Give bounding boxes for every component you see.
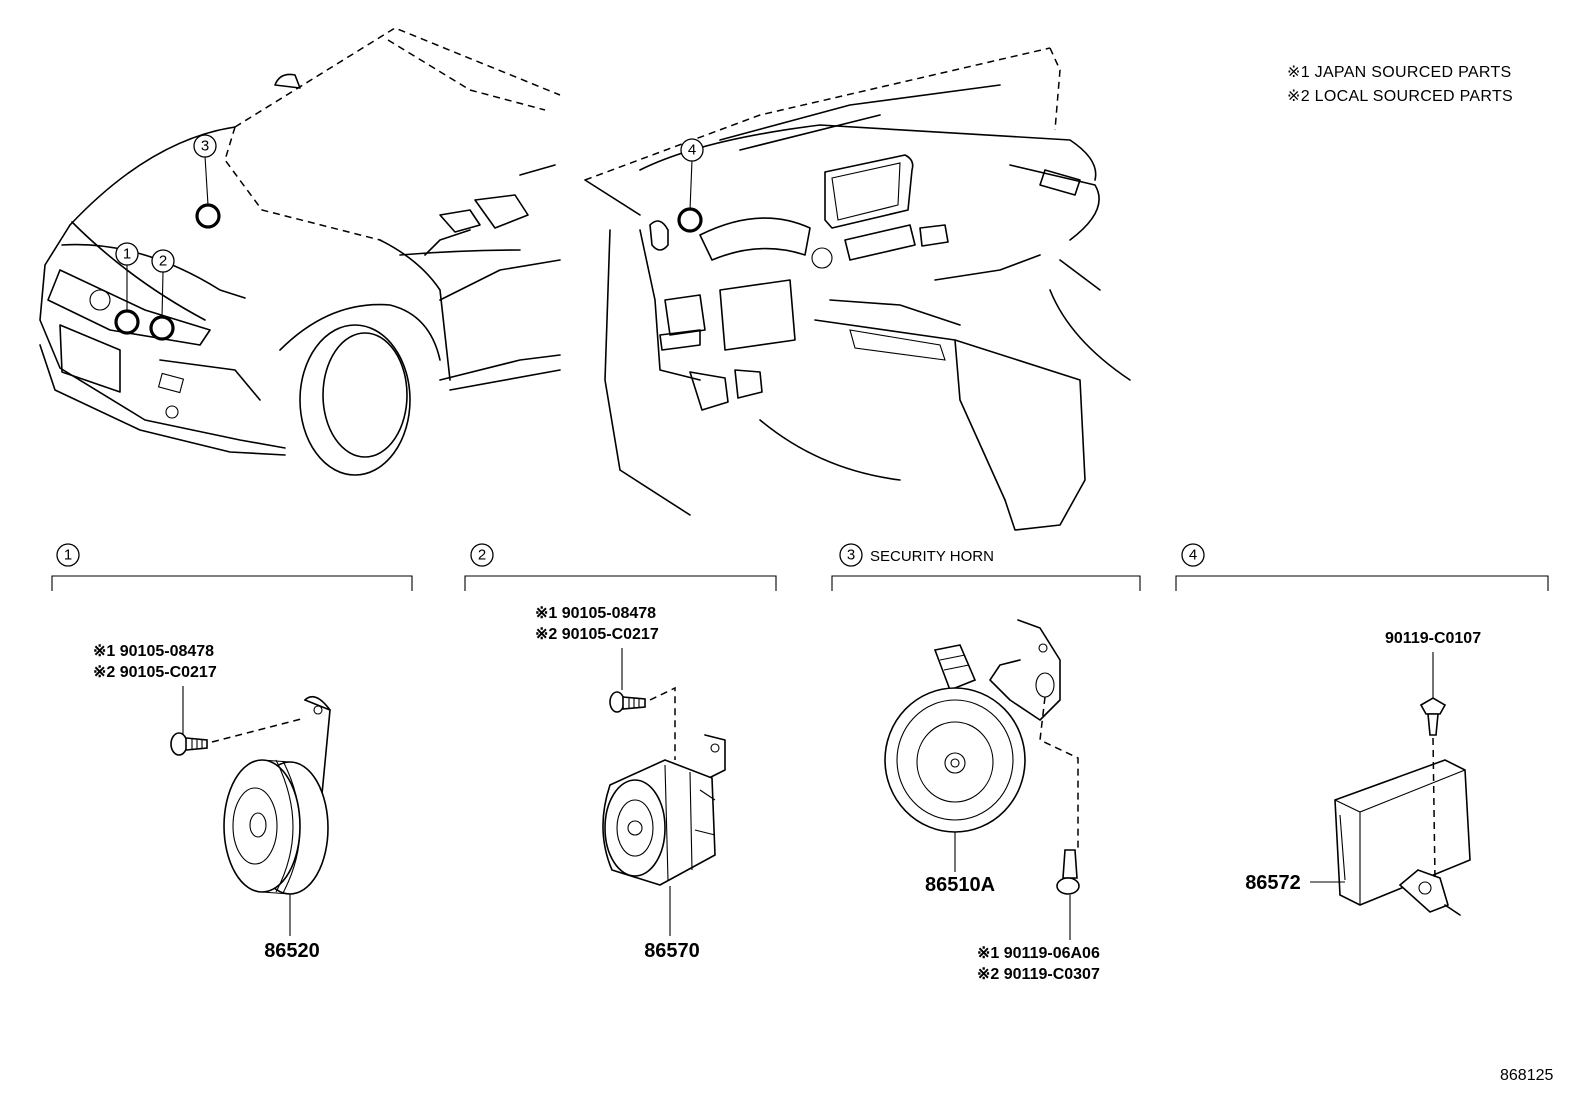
callout-1: 1 <box>115 242 139 266</box>
section-header-4: 4 <box>1175 543 1549 591</box>
location-marker-3 <box>195 203 221 229</box>
svg-text:3: 3 <box>201 138 209 155</box>
callout-4: 4 <box>680 138 704 162</box>
horn-86520-icon <box>223 759 329 895</box>
part-number-86570: 86570 <box>644 940 700 962</box>
bolt-note-2: ※2 90119-C0307 <box>977 966 1100 983</box>
section-header-3: 3 SECURITY HORN <box>831 543 1141 591</box>
bolt-note-1: ※1 90105-08478 <box>535 605 656 622</box>
bolt-note-1: ※1 90119-06A06 <box>977 945 1100 962</box>
diagram-reference-number: 868125 <box>1500 1067 1553 1084</box>
callout-3: 3 <box>193 134 217 158</box>
car-callouts: 3 1 2 <box>114 134 221 341</box>
part-number-86510a: 86510A <box>925 874 995 896</box>
svg-text:1: 1 <box>64 547 72 564</box>
legend-note-japan: ※1 JAPAN SOURCED PARTS <box>1287 64 1512 81</box>
svg-text:4: 4 <box>688 142 696 159</box>
section-4-module: 90119-C0107 86572 <box>1245 630 1481 916</box>
part-number-86520: 86520 <box>264 940 320 962</box>
section-3-security-horn: 86510A ※1 90119-06A06 ※2 90119-C0307 <box>884 619 1100 983</box>
callout-2: 2 <box>151 249 175 273</box>
bolt-icon <box>170 732 208 756</box>
location-marker-4 <box>677 207 703 233</box>
section-1-horn: ※1 90105-08478 ※2 90105-C0217 86520 <box>93 643 331 962</box>
car-front-illustration <box>39 27 561 476</box>
section-header-2: 2 <box>464 543 777 591</box>
legend-note-local: ※2 LOCAL SOURCED PARTS <box>1287 88 1513 105</box>
bolt-note-2: ※2 90105-C0217 <box>535 626 659 643</box>
section-2-horn: ※1 90105-08478 ※2 90105-C0217 86570 <box>535 605 726 962</box>
dashboard-illustration <box>584 47 1131 531</box>
horn-86510a-icon <box>884 687 1026 833</box>
svg-text:2: 2 <box>478 547 486 564</box>
svg-text:4: 4 <box>1189 547 1197 564</box>
section-header-1: 1 <box>51 543 413 591</box>
location-marker-1 <box>114 309 140 335</box>
bolt-icon <box>1419 697 1447 736</box>
bolt-note-1: ※1 90105-08478 <box>93 643 214 660</box>
part-number-86572: 86572 <box>1245 872 1301 894</box>
horn-86570-icon <box>602 759 716 886</box>
svg-text:1: 1 <box>123 246 131 263</box>
svg-text:2: 2 <box>159 253 167 270</box>
module-86572-icon <box>1334 759 1471 916</box>
bolt-note-1: 90119-C0107 <box>1385 630 1481 647</box>
bolt-icon <box>1056 849 1080 895</box>
dashboard-callouts: 4 <box>677 138 704 233</box>
bolt-icon <box>609 691 646 713</box>
bolt-note-2: ※2 90105-C0217 <box>93 664 217 681</box>
svg-text:3: 3 <box>847 547 855 564</box>
section-title-security-horn: SECURITY HORN <box>870 548 994 565</box>
location-marker-2 <box>149 315 175 341</box>
